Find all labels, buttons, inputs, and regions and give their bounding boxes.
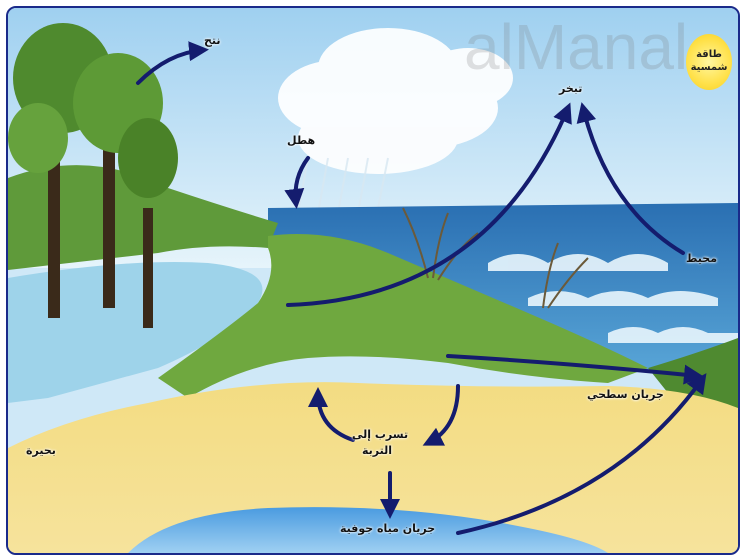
watermark-right: alManal <box>464 10 688 84</box>
label-infiltration-line1: تسرب إلى <box>352 428 408 441</box>
label-groundwater-flow: جريان مياه جوفية <box>340 522 435 535</box>
label-lake: بحيرة <box>26 444 56 457</box>
label-precipitation: هطل <box>287 134 315 147</box>
label-evaporation: تبخر <box>559 82 582 95</box>
diagram-frame: alManal <box>6 6 740 555</box>
label-solar-energy: طاقة شمسية <box>688 48 730 74</box>
label-ocean: محيط <box>686 252 717 265</box>
diagram-illustration <box>8 8 738 553</box>
label-transpiration: نتح <box>204 34 221 47</box>
label-infiltration-line2: التربة <box>362 444 392 457</box>
label-surface-runoff: جريان سطحي <box>587 388 664 401</box>
